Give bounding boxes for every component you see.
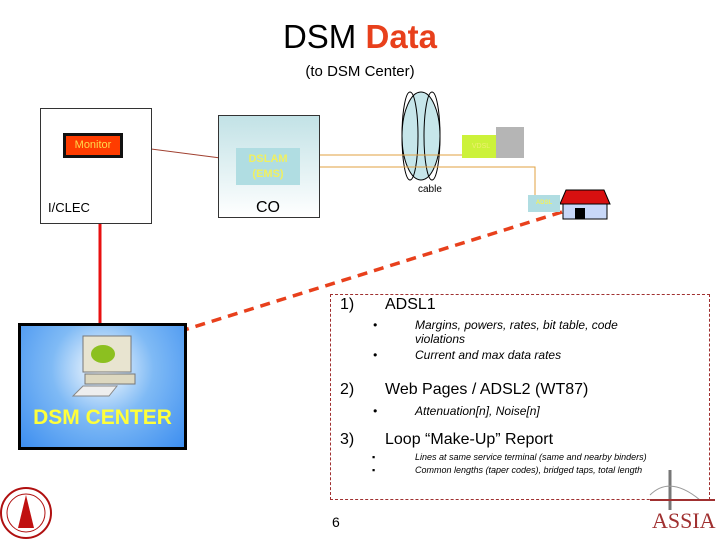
cable-label: cable: [418, 184, 442, 195]
bullet-text: Common lengths (taper codes), bridged ta…: [415, 465, 643, 475]
bullet-dot: •: [373, 348, 378, 362]
monitor-box: Monitor: [63, 133, 123, 158]
bullet-square: ▪: [372, 465, 376, 475]
item-heading: ADSL1: [385, 296, 436, 313]
co-label: CO: [256, 199, 280, 216]
adsl-line: [300, 166, 536, 197]
ems-label: (EMS): [252, 168, 284, 180]
adsl-modem: ADSL: [528, 195, 560, 212]
dsm-center-box: DSM CENTER: [18, 323, 187, 450]
data-flow-arrow: [141, 210, 563, 347]
item-number: 2): [340, 381, 355, 398]
bullet-dot: •: [373, 404, 378, 418]
item-number: 3): [340, 431, 355, 448]
page-number: 6: [332, 514, 340, 530]
building-icon: [496, 127, 524, 158]
bullet-text: Attenuation[n], Noise[n]: [415, 404, 540, 418]
bullet-text: Current and max data rates: [415, 348, 562, 362]
title-accent: Data: [365, 18, 438, 55]
bullet-square: ▪: [372, 452, 376, 462]
vdsl-modem: VDSL: [462, 135, 500, 158]
item-heading: Loop “Make-Up” Report: [385, 431, 554, 448]
computer-icon: [71, 335, 136, 397]
cable-icon: [401, 91, 441, 181]
bullet-text: Margins, powers, rates, bit table, code …: [415, 318, 618, 346]
item-number: 1): [340, 296, 355, 313]
dslam-box: DSLAM (EMS): [236, 148, 300, 185]
title-main: DSM: [282, 18, 357, 55]
data-list-box: [330, 294, 710, 500]
bridge-icon: [649, 470, 715, 510]
slide-title: DSM Data: [0, 18, 720, 56]
bullet-text: Lines at same service terminal (same and…: [415, 452, 647, 462]
iclec-label: I/CLEC: [48, 200, 90, 215]
dslam-label: DSLAM: [248, 153, 288, 165]
item-heading: Web Pages / ADSL2 (WT87): [385, 381, 589, 398]
iclec-box: [40, 108, 152, 224]
slide-subtitle: (to DSM Center): [305, 63, 415, 80]
assia-logo: ASSIA: [652, 508, 716, 533]
stanford-seal-icon: [0, 487, 52, 539]
house-icon: [559, 189, 611, 220]
dsm-center-label: DSM CENTER: [33, 406, 172, 429]
bullet-dot: •: [373, 318, 378, 332]
